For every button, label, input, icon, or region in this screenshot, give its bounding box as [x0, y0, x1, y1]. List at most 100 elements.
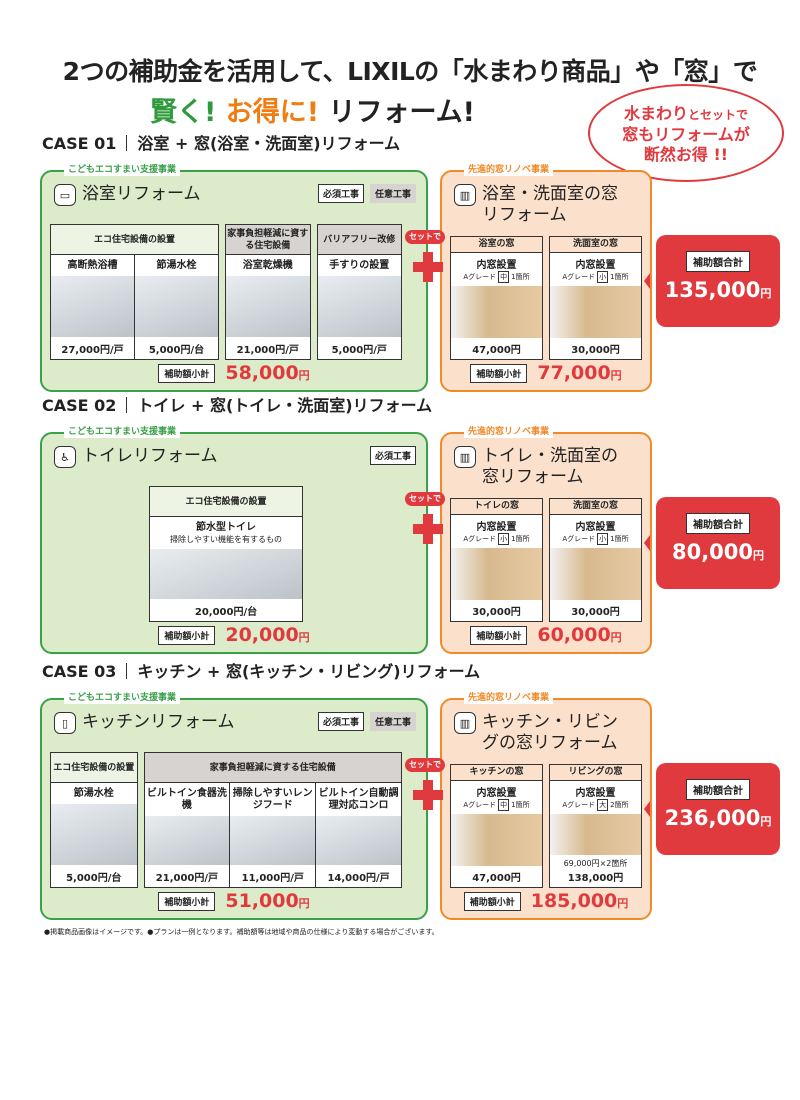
grade: Aグレード — [463, 801, 497, 809]
product-image — [317, 276, 401, 337]
amount: 80,000 — [671, 540, 754, 564]
item-name: 節水型トイレ — [196, 522, 256, 533]
window-name: 内窓設置 — [476, 522, 517, 533]
subtotal-value: 185,000円 — [531, 890, 629, 912]
window-title-text: 浴室・洗面室の窓リフォーム — [482, 184, 618, 225]
amount: 185,000 — [530, 890, 618, 912]
eco-panel: こどもエコすまい支援事業♿トイレリフォーム必須工事エコ住宅設備の設置節水型トイレ… — [40, 427, 428, 654]
size: 小 — [597, 271, 609, 283]
item-name: 手すりの設置 — [329, 260, 390, 271]
yen: 円 — [298, 897, 310, 910]
window-header: トイレの窓 — [451, 499, 542, 515]
window-header: リビングの窓 — [550, 765, 641, 781]
window-image — [451, 548, 542, 600]
window-price: 47,000円 — [472, 345, 521, 356]
count: 2箇所 — [610, 801, 629, 809]
count: 1箇所 — [511, 801, 530, 809]
group-header: エコ住宅設備の設置 — [51, 225, 218, 255]
size: 大 — [597, 799, 609, 811]
group-header: 家事負担軽減に資する住宅設備 — [226, 225, 310, 255]
amount: 77,000 — [537, 362, 611, 384]
speech-bubble: 水まわりとセットで 窓もリフォームが 断然お得 !! — [588, 84, 784, 182]
bubble-text: 断然お得 !! — [643, 145, 729, 164]
optional-badge: 任意工事 — [369, 184, 416, 203]
window-subtotal: 補助額小計 185,000円 — [442, 890, 650, 912]
window-header: 洗面室の窓 — [550, 499, 641, 515]
divider — [126, 397, 128, 413]
badges: 必須工事任意工事 — [317, 712, 416, 731]
headline-deal: お得に! — [225, 97, 320, 128]
window-program-tag: 先進的窓リノベ事業 — [464, 165, 554, 176]
eco-panel: こどもエコすまい支援事業▯キッチンリフォーム必須工事任意工事エコ住宅設備の設置節… — [40, 693, 428, 920]
yen: 円 — [753, 549, 765, 562]
divider — [126, 663, 128, 679]
window-image — [451, 814, 542, 866]
subheadline: 賢く! お得に! リフォーム! — [150, 90, 475, 129]
item-price: 5,000円/台 — [148, 345, 205, 356]
grade: Aグレード — [562, 535, 596, 543]
subtotal-label: 補助額小計 — [158, 625, 216, 645]
window-name: 内窓設置 — [476, 260, 517, 271]
case-section: こどもエコすまい支援事業♿トイレリフォーム必須工事エコ住宅設備の設置節水型トイレ… — [0, 396, 800, 662]
required-badge: 必須工事 — [317, 184, 364, 203]
badges: 必須工事任意工事 — [317, 184, 416, 203]
total-value: 80,000円 — [656, 540, 780, 564]
item-price: 27,000円/戸 — [61, 345, 124, 356]
case-name: 浴室 + 窓(浴室・洗面室)リフォーム — [137, 134, 401, 153]
eco-title-text: トイレリフォーム — [82, 446, 218, 466]
subtotal-label: 補助額小計 — [463, 891, 521, 911]
amount: 60,000 — [537, 624, 611, 646]
group-header: 家事負担軽減に資する住宅設備 — [144, 753, 401, 783]
product-image — [135, 276, 218, 337]
window-image — [550, 548, 641, 600]
case-section: こどもエコすまい支援事業▭浴室リフォーム必須工事任意工事エコ住宅設備の設置高断熱… — [0, 134, 800, 400]
window-program-tag: 先進的窓リノベ事業 — [464, 427, 554, 438]
case-number: CASE 03 — [42, 662, 117, 681]
item-price: 14,000円/戸 — [327, 873, 390, 884]
window-image — [451, 286, 542, 338]
product-image — [226, 276, 310, 337]
total-label: 補助額合計 — [686, 251, 750, 272]
window-name: 内窓設置 — [575, 260, 616, 271]
item-name: ビルトイン食器洗機 — [146, 788, 227, 811]
grade: Aグレード — [562, 273, 596, 281]
total-label: 補助額合計 — [686, 779, 750, 800]
subtotal-value: 77,000円 — [537, 362, 621, 384]
eco-title: ♿トイレリフォーム — [54, 446, 218, 468]
subtotal-label: 補助額小計 — [470, 625, 528, 645]
bathtub-icon: ▭ — [54, 184, 76, 206]
window-name: 内窓設置 — [575, 788, 616, 799]
subtotal-label: 補助額小計 — [158, 363, 216, 383]
